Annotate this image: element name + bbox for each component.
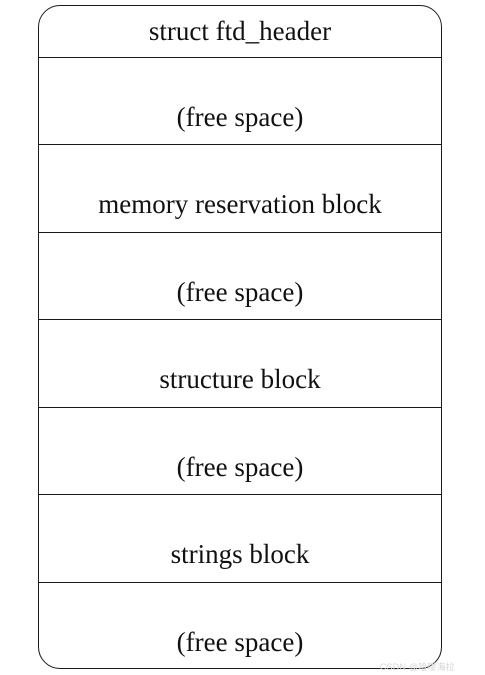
section-ftd-header: struct ftd_header — [39, 6, 441, 58]
section-free-space-3: (free space) — [39, 408, 441, 496]
section-label: structure block — [159, 364, 321, 395]
section-strings-block: strings block — [39, 495, 441, 583]
watermark: CSDN @哈喽海拉 — [379, 662, 455, 672]
section-structure-block: structure block — [39, 320, 441, 408]
section-label: strings block — [170, 539, 310, 570]
section-label: (free space) — [176, 451, 304, 482]
fdt-layout-diagram: struct ftd_header (free space) memory re… — [38, 5, 442, 669]
section-free-space-2: (free space) — [39, 233, 441, 321]
section-memory-reservation-block: memory reservation block — [39, 145, 441, 233]
section-label: (free space) — [176, 626, 304, 657]
section-label: memory reservation block — [98, 189, 382, 220]
section-label: (free space) — [176, 276, 304, 307]
section-label: struct ftd_header — [148, 16, 332, 46]
section-label: (free space) — [176, 101, 304, 132]
section-free-space-1: (free space) — [39, 58, 441, 146]
section-free-space-4: (free space) — [39, 583, 441, 668]
